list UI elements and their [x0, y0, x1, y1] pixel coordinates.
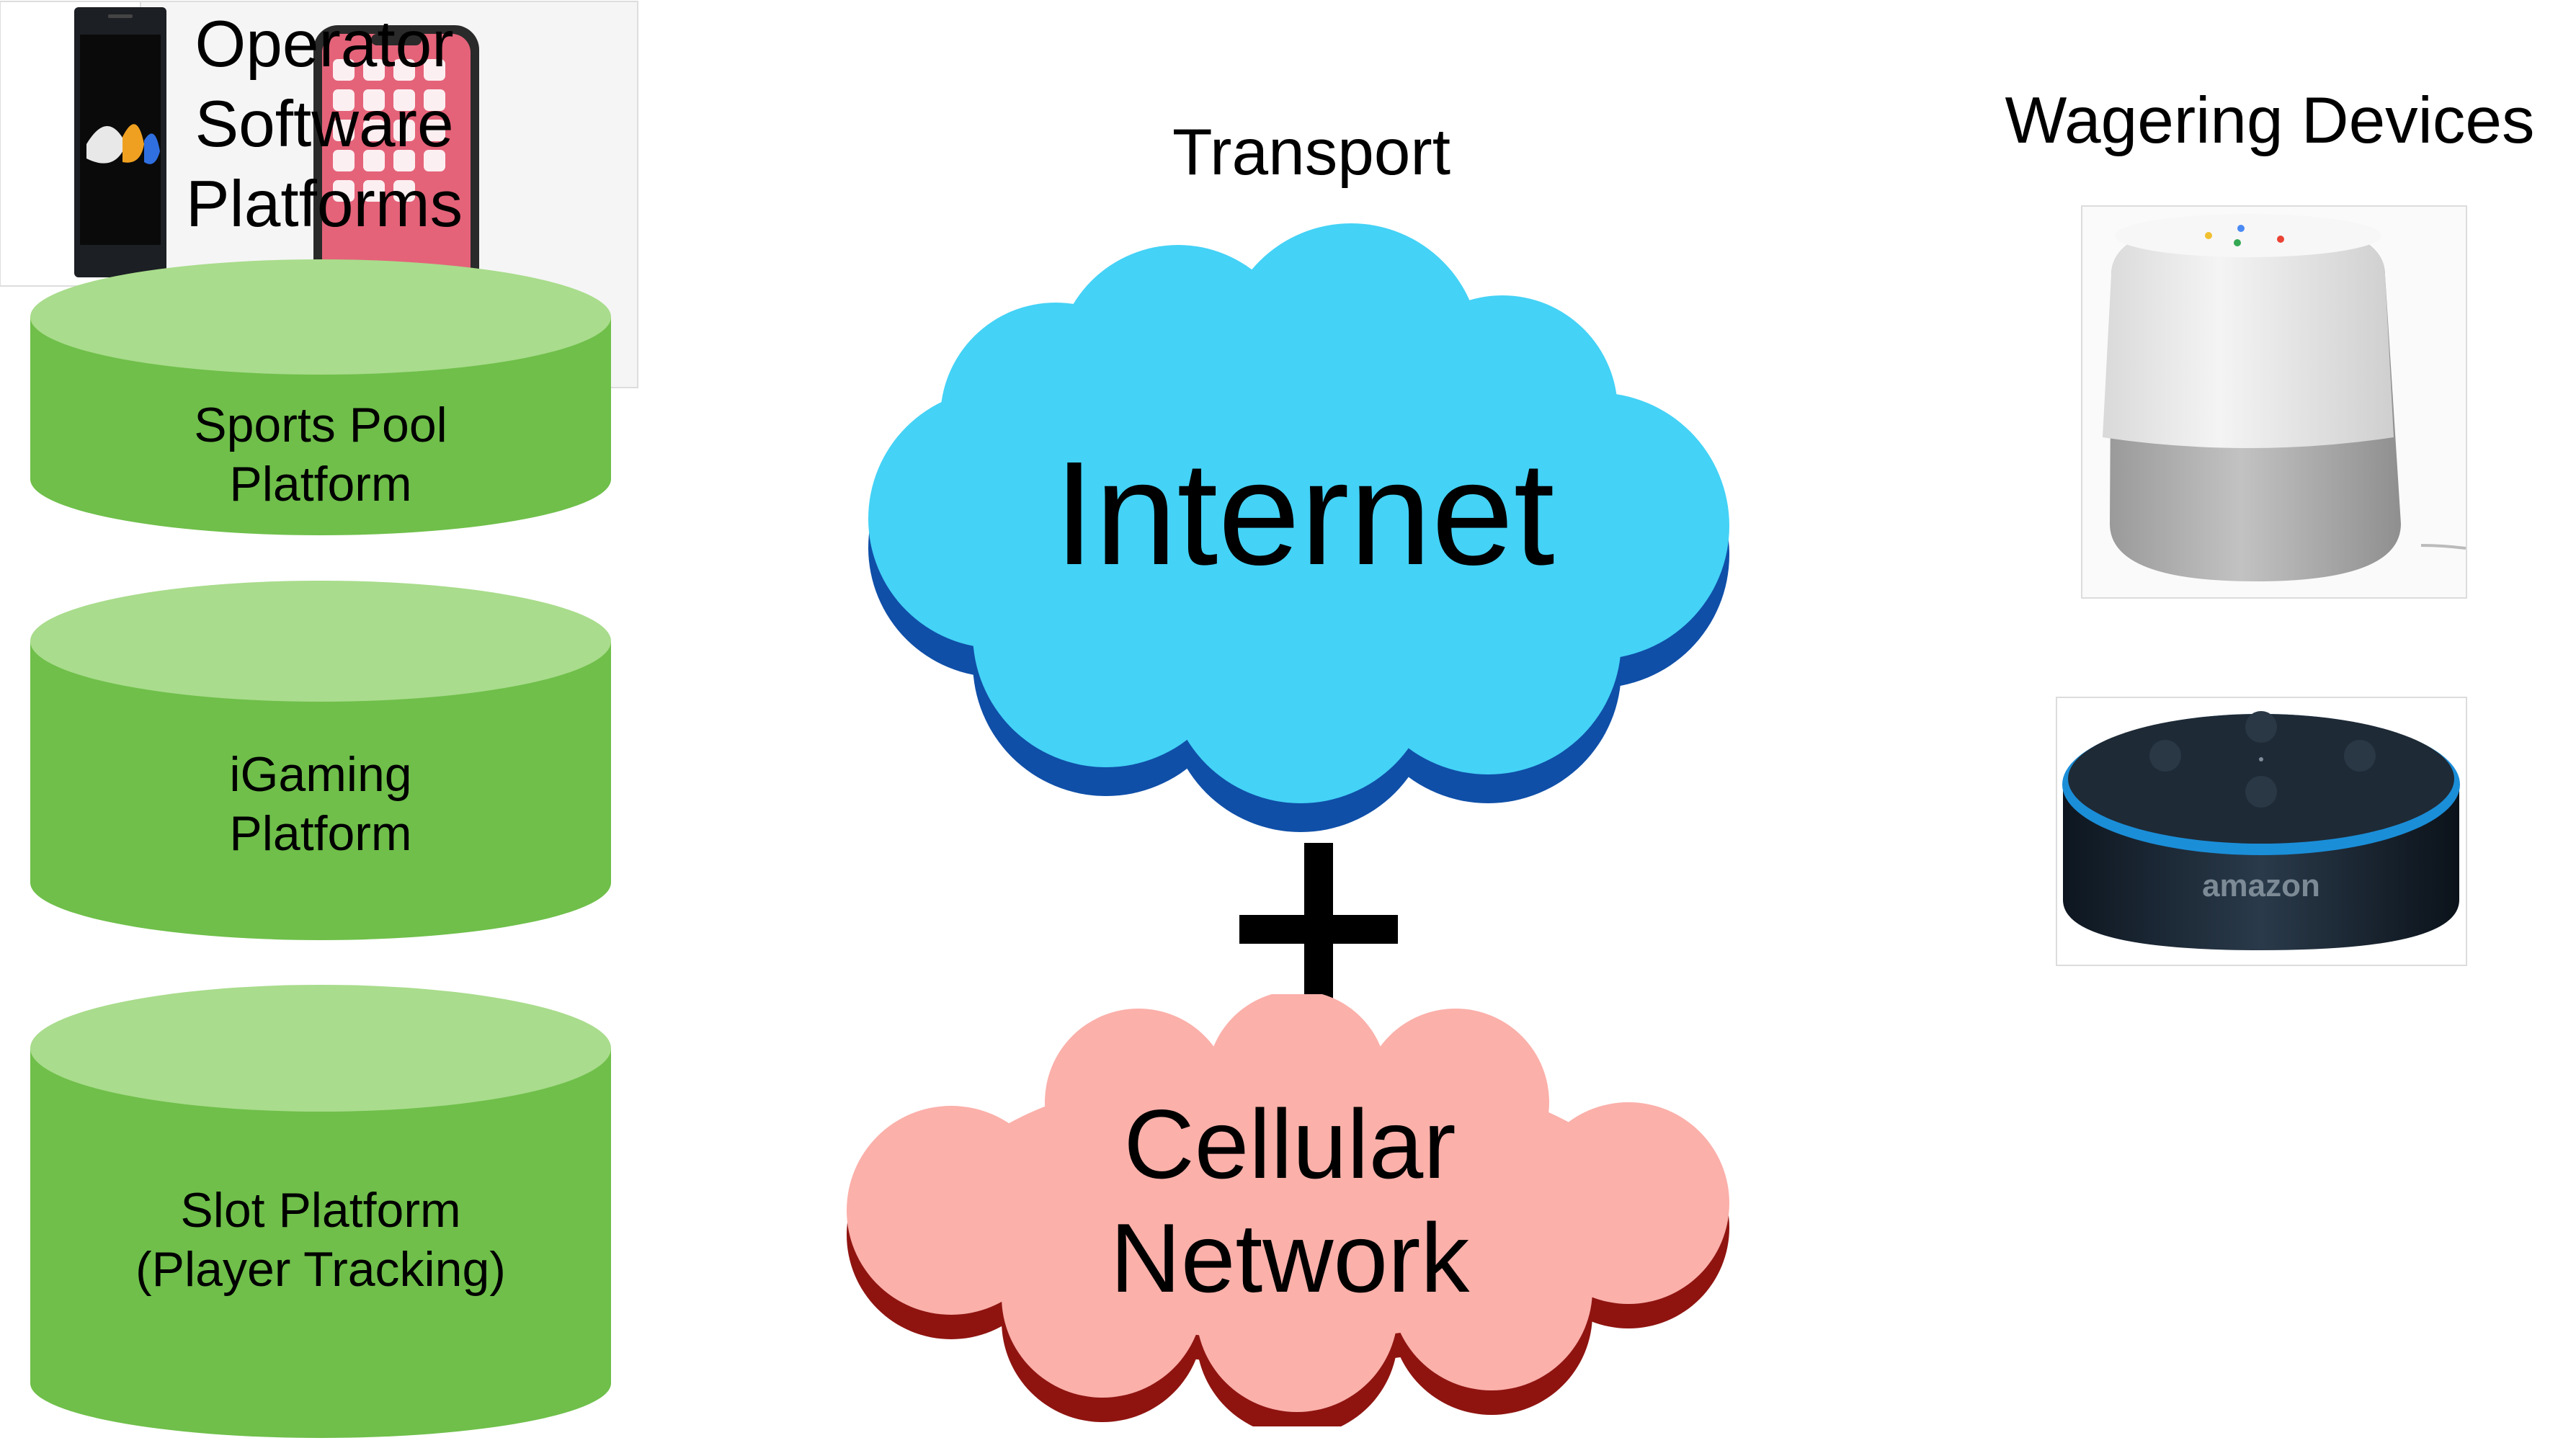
echo-brand-text: amazon [2202, 868, 2320, 903]
cylinder-shape [30, 985, 611, 1438]
label-line: (Player Tracking) [135, 1241, 506, 1297]
heading-line-platforms: Platforms [185, 168, 463, 241]
label-line: Platform [229, 805, 412, 861]
transport-heading: Transport [1172, 116, 1451, 189]
wagering-devices-heading: Wagering Devices [2005, 84, 2535, 157]
label-line: Network [1110, 1202, 1470, 1313]
igaming-platform-cylinder: iGaming Platform [29, 576, 612, 944]
cylinder-shape [30, 581, 611, 940]
label-line: Sports Pool [194, 398, 447, 452]
sports-pool-platform-label: Sports Pool Platform [29, 396, 612, 514]
cellular-network-label: Cellular Network [836, 1088, 1744, 1315]
cellular-network-cloud: Cellular Network [836, 994, 1744, 1426]
internet-cloud-shape [868, 223, 1729, 832]
plus-icon [1239, 843, 1398, 1001]
cellular-cloud-shape [847, 994, 1729, 1426]
operator-platforms-heading: Operator Software Platforms [108, 4, 540, 244]
label-line: Platform [229, 456, 412, 511]
sports-pool-platform-cylinder: Sports Pool Platform [29, 256, 612, 537]
cylinder-shape [30, 259, 611, 535]
echo-dot-image: amazon [2056, 697, 2467, 966]
smart-speaker-icon [2103, 214, 2466, 581]
internet-cloud: Internet [861, 209, 1747, 843]
slot-platform-label: Slot Platform (Player Tracking) [29, 1181, 612, 1299]
heading-line-software: Software [195, 88, 454, 161]
smart-speaker-image [2081, 205, 2467, 599]
label-line: Cellular [1123, 1089, 1456, 1199]
label-line: iGaming [229, 747, 412, 802]
label-line: Slot Platform [180, 1183, 461, 1238]
slot-platform-cylinder: Slot Platform (Player Tracking) [29, 980, 612, 1441]
echo-dot-icon: amazon [2062, 711, 2460, 950]
heading-line-operator: Operator [195, 8, 454, 81]
igaming-platform-label: iGaming Platform [29, 746, 612, 863]
internet-label: Internet [1053, 431, 1555, 596]
